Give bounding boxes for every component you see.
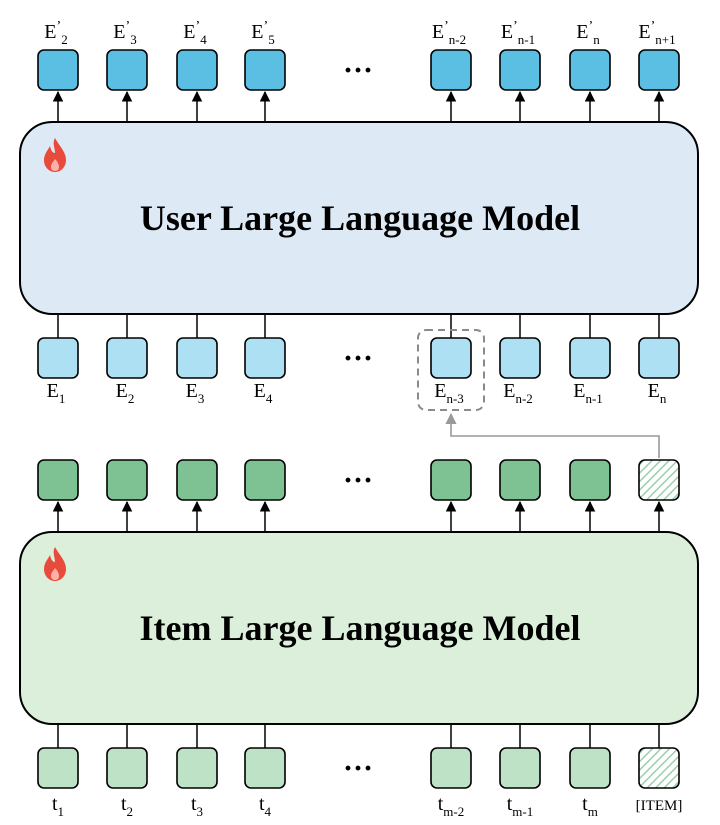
item-output-token: [569, 459, 611, 501]
text-token: [106, 747, 148, 789]
output-embedding-token: [244, 49, 286, 91]
text-token: [244, 747, 286, 789]
ellipsis: ···: [343, 54, 373, 87]
ellipsis: ···: [343, 342, 373, 375]
item-input-tokens: t1 t2 t3 t4 tm-2 tm-1 tm [ITEM]: [37, 724, 683, 819]
input-embedding-label: En: [648, 380, 667, 406]
output-embedding-label: E’3: [113, 19, 136, 47]
output-embedding-token: [499, 49, 541, 91]
item-output-token: [499, 459, 541, 501]
text-token-label: tm-1: [507, 793, 534, 819]
item-llm-panel: [19, 531, 699, 725]
input-embedding-label: E4: [254, 380, 273, 406]
input-embedding-label: En-3: [434, 380, 464, 406]
output-embedding-label: E’n-2: [432, 19, 466, 47]
item-output-token: [37, 459, 79, 501]
text-token-label: t2: [121, 793, 133, 819]
output-embedding-label: E’n+1: [638, 19, 675, 47]
text-token: [499, 747, 541, 789]
item-output-token: [106, 459, 148, 501]
item-output-tokens: [37, 459, 680, 532]
input-embedding-token: [499, 337, 541, 379]
text-token-label: tm-2: [438, 793, 465, 819]
item-llm-title: Item Large Language Model: [140, 608, 581, 648]
input-embedding-label: E2: [116, 380, 135, 406]
output-embedding-label: E’n-1: [501, 19, 535, 47]
text-token: [176, 747, 218, 789]
output-embedding-label: E’4: [183, 19, 207, 47]
text-token-label: [ITEM]: [636, 798, 683, 814]
input-embedding-label: E3: [186, 380, 205, 406]
input-embedding-token: [430, 337, 472, 379]
highlight-box: [417, 329, 485, 411]
ellipsis: ···: [343, 752, 373, 785]
output-embedding-label: E’5: [251, 19, 274, 47]
output-embedding-label: E’n: [576, 19, 600, 47]
input-embedding-token: [37, 337, 79, 379]
input-embedding-token: [638, 337, 680, 379]
text-token-label: t3: [191, 793, 203, 819]
input-embedding-label: En-2: [503, 380, 533, 406]
user-output-tokens: E’2 E’3 E’4 E’5 E’n-2 E’n-1 E’n E’n+1: [37, 19, 680, 122]
ellipsis: ···: [343, 464, 373, 497]
item-special-token: [638, 747, 680, 789]
text-token: [569, 747, 611, 789]
output-embedding-label: E’2: [44, 19, 67, 47]
user-input-tokens: E1 E2 E3 E4 En-3 En-2 En-1 En: [37, 314, 680, 406]
input-embedding-token: [244, 337, 286, 379]
item-embedding-token: [638, 459, 680, 501]
item-output-token: [244, 459, 286, 501]
output-embedding-token: [176, 49, 218, 91]
output-embedding-token: [106, 49, 148, 91]
input-embedding-label: E1: [47, 380, 66, 406]
item-to-user-connector: [445, 412, 660, 458]
text-token-label: tm: [582, 793, 598, 819]
input-embedding-token: [176, 337, 218, 379]
output-embedding-token: [569, 49, 611, 91]
text-token-label: t4: [259, 793, 272, 819]
text-token: [430, 747, 472, 789]
item-output-token: [430, 459, 472, 501]
flame-icon: [44, 138, 66, 172]
output-embedding-token: [638, 49, 680, 91]
output-embedding-token: [37, 49, 79, 91]
flame-icon: [44, 547, 66, 581]
item-output-token: [176, 459, 218, 501]
output-embedding-token: [430, 49, 472, 91]
text-token-label: t1: [52, 793, 64, 819]
input-embedding-token: [569, 337, 611, 379]
text-token: [37, 747, 79, 789]
user-llm-title: User Large Language Model: [140, 198, 580, 238]
user-llm-panel: [19, 121, 699, 315]
input-embedding-label: En-1: [573, 380, 603, 406]
input-embedding-token: [106, 337, 148, 379]
